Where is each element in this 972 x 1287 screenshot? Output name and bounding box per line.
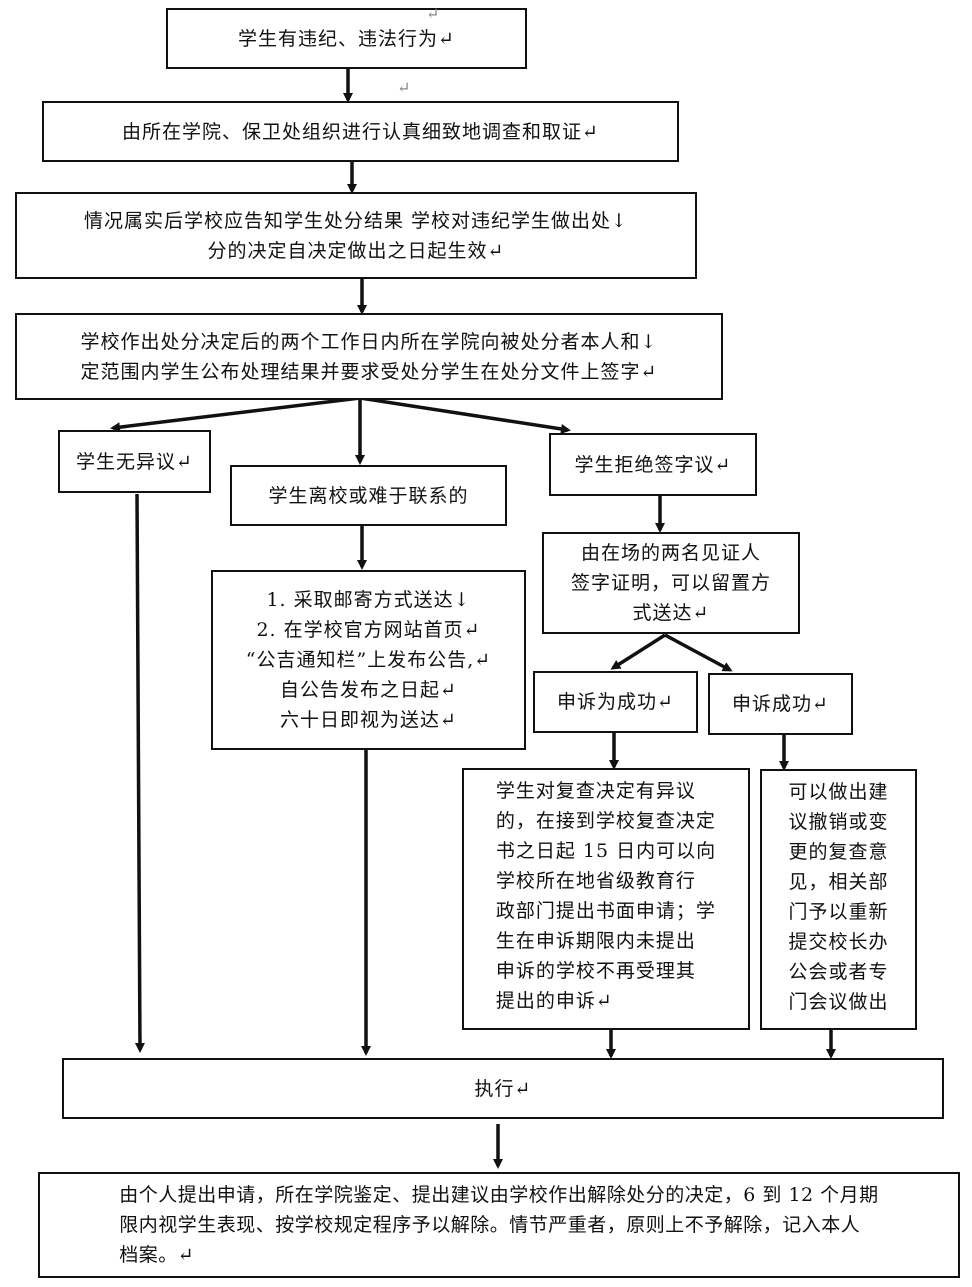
node-revoke-suggest: 可以做出建 议撤销或变 更的复查意 见，相关部 门予以重新 提交校长办 公会或者… — [760, 769, 917, 1030]
node-revoke-suggest-text: 可以做出建 议撤销或变 更的复查意 见，相关部 门予以重新 提交校长办 公会或者… — [788, 781, 889, 1013]
node-notify-text: 情况属实后学校应告知学生处分结果 学校对违纪学生做出处↓ 分的决定自决定做出之日… — [84, 209, 628, 262]
arrow-no-objection-to-execute — [134, 493, 145, 1053]
arrow-publish-to-refuse-sign — [359, 396, 571, 434]
stray-return-mark-2: ↵ — [397, 78, 411, 97]
node-violation-text: 学生有违纪、违法行为↵ — [238, 27, 455, 50]
node-left-school: 学生离校或难于联系的 — [230, 465, 507, 526]
node-investigate: 由所在学院、保卫处组织进行认真细致地调查和取证↵ — [42, 101, 679, 162]
stray-return-mark-1: ↵ — [426, 4, 440, 23]
node-investigate-text: 由所在学院、保卫处组织进行认真细致地调查和取证↵ — [122, 120, 599, 143]
node-publish: 学校作出处分决定后的两个工作日内所在学院向被处分者本人和↓ 定范围内学生公布处理… — [15, 313, 723, 400]
node-release-text: 由个人提出申请，所在学院鉴定、提出建议由学校作出解除处分的决定，6 到 12 个… — [119, 1184, 879, 1266]
node-no-objection-text: 学生无异议↵ — [76, 450, 193, 473]
node-refuse-sign-text: 学生拒绝签字议↵ — [574, 453, 732, 476]
node-notify: 情况属实后学校应告知学生处分结果 学校对违纪学生做出处↓ 分的决定自决定做出之日… — [15, 192, 697, 279]
node-violation: 学生有违纪、违法行为↵ — [166, 8, 527, 69]
node-mail-notice-text: 1. 采取邮寄方式送达↓ 2. 在学校官方网站首页↵ “公吉通知栏”上发布公告,… — [245, 589, 492, 731]
node-appeal-fail-text: 申诉为成功↵ — [557, 691, 674, 713]
node-review-objection-text: 学生对复查决定有异议 的，在接到学校复查决定 书之日起 15 日内可以向 学校所… — [495, 780, 717, 1012]
node-execute-text: 执行↵ — [474, 1077, 532, 1100]
node-review-objection: 学生对复查决定有异议 的，在接到学校复查决定 书之日起 15 日内可以向 学校所… — [462, 768, 750, 1030]
node-witness-text: 由在场的两名见证人 签字证明，可以留置方 式送达↵ — [570, 542, 771, 624]
node-appeal-fail: 申诉为成功↵ — [533, 671, 698, 733]
node-execute: 执行↵ — [62, 1058, 944, 1119]
arrow-witness-to-appeal-fail — [610, 633, 666, 670]
arrow-publish-to-no-objection — [110, 396, 361, 433]
node-publish-text: 学校作出处分决定后的两个工作日内所在学院向被处分者本人和↓ 定范围内学生公布处理… — [80, 330, 658, 383]
node-no-objection: 学生无异议↵ — [58, 430, 211, 493]
node-refuse-sign: 学生拒绝签字议↵ — [549, 433, 757, 496]
arrow-witness-to-appeal-success — [664, 633, 733, 672]
node-appeal-success: 申诉成功↵ — [708, 673, 853, 735]
node-appeal-success-text: 申诉成功↵ — [732, 693, 829, 715]
node-left-school-text: 学生离校或难于联系的 — [268, 484, 469, 507]
node-mail-notice: 1. 采取邮寄方式送达↓ 2. 在学校官方网站首页↵ “公吉通知栏”上发布公告,… — [211, 570, 526, 750]
node-release: 由个人提出申请，所在学院鉴定、提出建议由学校作出解除处分的决定，6 到 12 个… — [38, 1172, 960, 1278]
node-witness: 由在场的两名见证人 签字证明，可以留置方 式送达↵ — [542, 532, 800, 634]
